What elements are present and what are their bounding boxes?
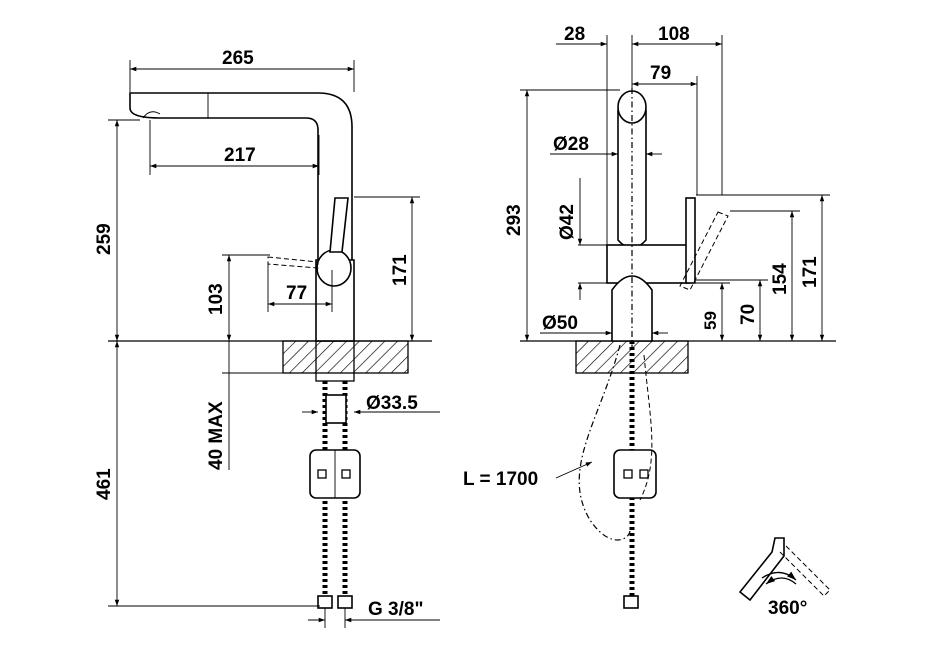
dim-59: 59: [701, 311, 720, 330]
dim-28-top: 28: [564, 24, 585, 45]
faucet-body-right: [606, 88, 729, 350]
rotation-360-icon: 360°: [738, 537, 831, 619]
dim-259: 259: [94, 223, 115, 255]
supply-hoses-left: [309, 340, 361, 609]
dim-diameter-50: Ø50: [542, 313, 578, 334]
left-side-view: 265 217 259 171 103 77 40 MAX Ø33.5: [94, 48, 440, 628]
dim-diameter-28: Ø28: [553, 134, 589, 155]
rotation-label: 360°: [768, 598, 807, 619]
thread-label: G 3/8": [368, 599, 423, 620]
dim-40-max: 40 MAX: [206, 401, 227, 470]
dim-79: 79: [650, 63, 671, 84]
hose-length-label: L = 1700: [463, 469, 538, 490]
dim-154: 154: [770, 263, 791, 295]
dim-diameter-42: Ø42: [557, 204, 578, 240]
dim-70: 70: [738, 304, 759, 325]
dim-171-right: 171: [800, 256, 821, 288]
dim-diameter-33-5: Ø33.5: [366, 393, 418, 414]
dim-293: 293: [504, 204, 525, 236]
faucet-body-left: [129, 92, 355, 342]
supply-hoses-right: [578, 341, 657, 609]
dim-265: 265: [222, 48, 254, 69]
right-front-view: 28 108 79 Ø28 Ø42 293 Ø50 59 70: [463, 24, 836, 609]
dim-77: 77: [286, 283, 307, 304]
dim-461: 461: [94, 468, 115, 500]
dim-171-left: 171: [390, 254, 411, 286]
countertop-left-section: [282, 340, 409, 374]
dim-103: 103: [206, 283, 227, 315]
dim-108: 108: [658, 24, 690, 45]
dim-217: 217: [224, 145, 256, 166]
